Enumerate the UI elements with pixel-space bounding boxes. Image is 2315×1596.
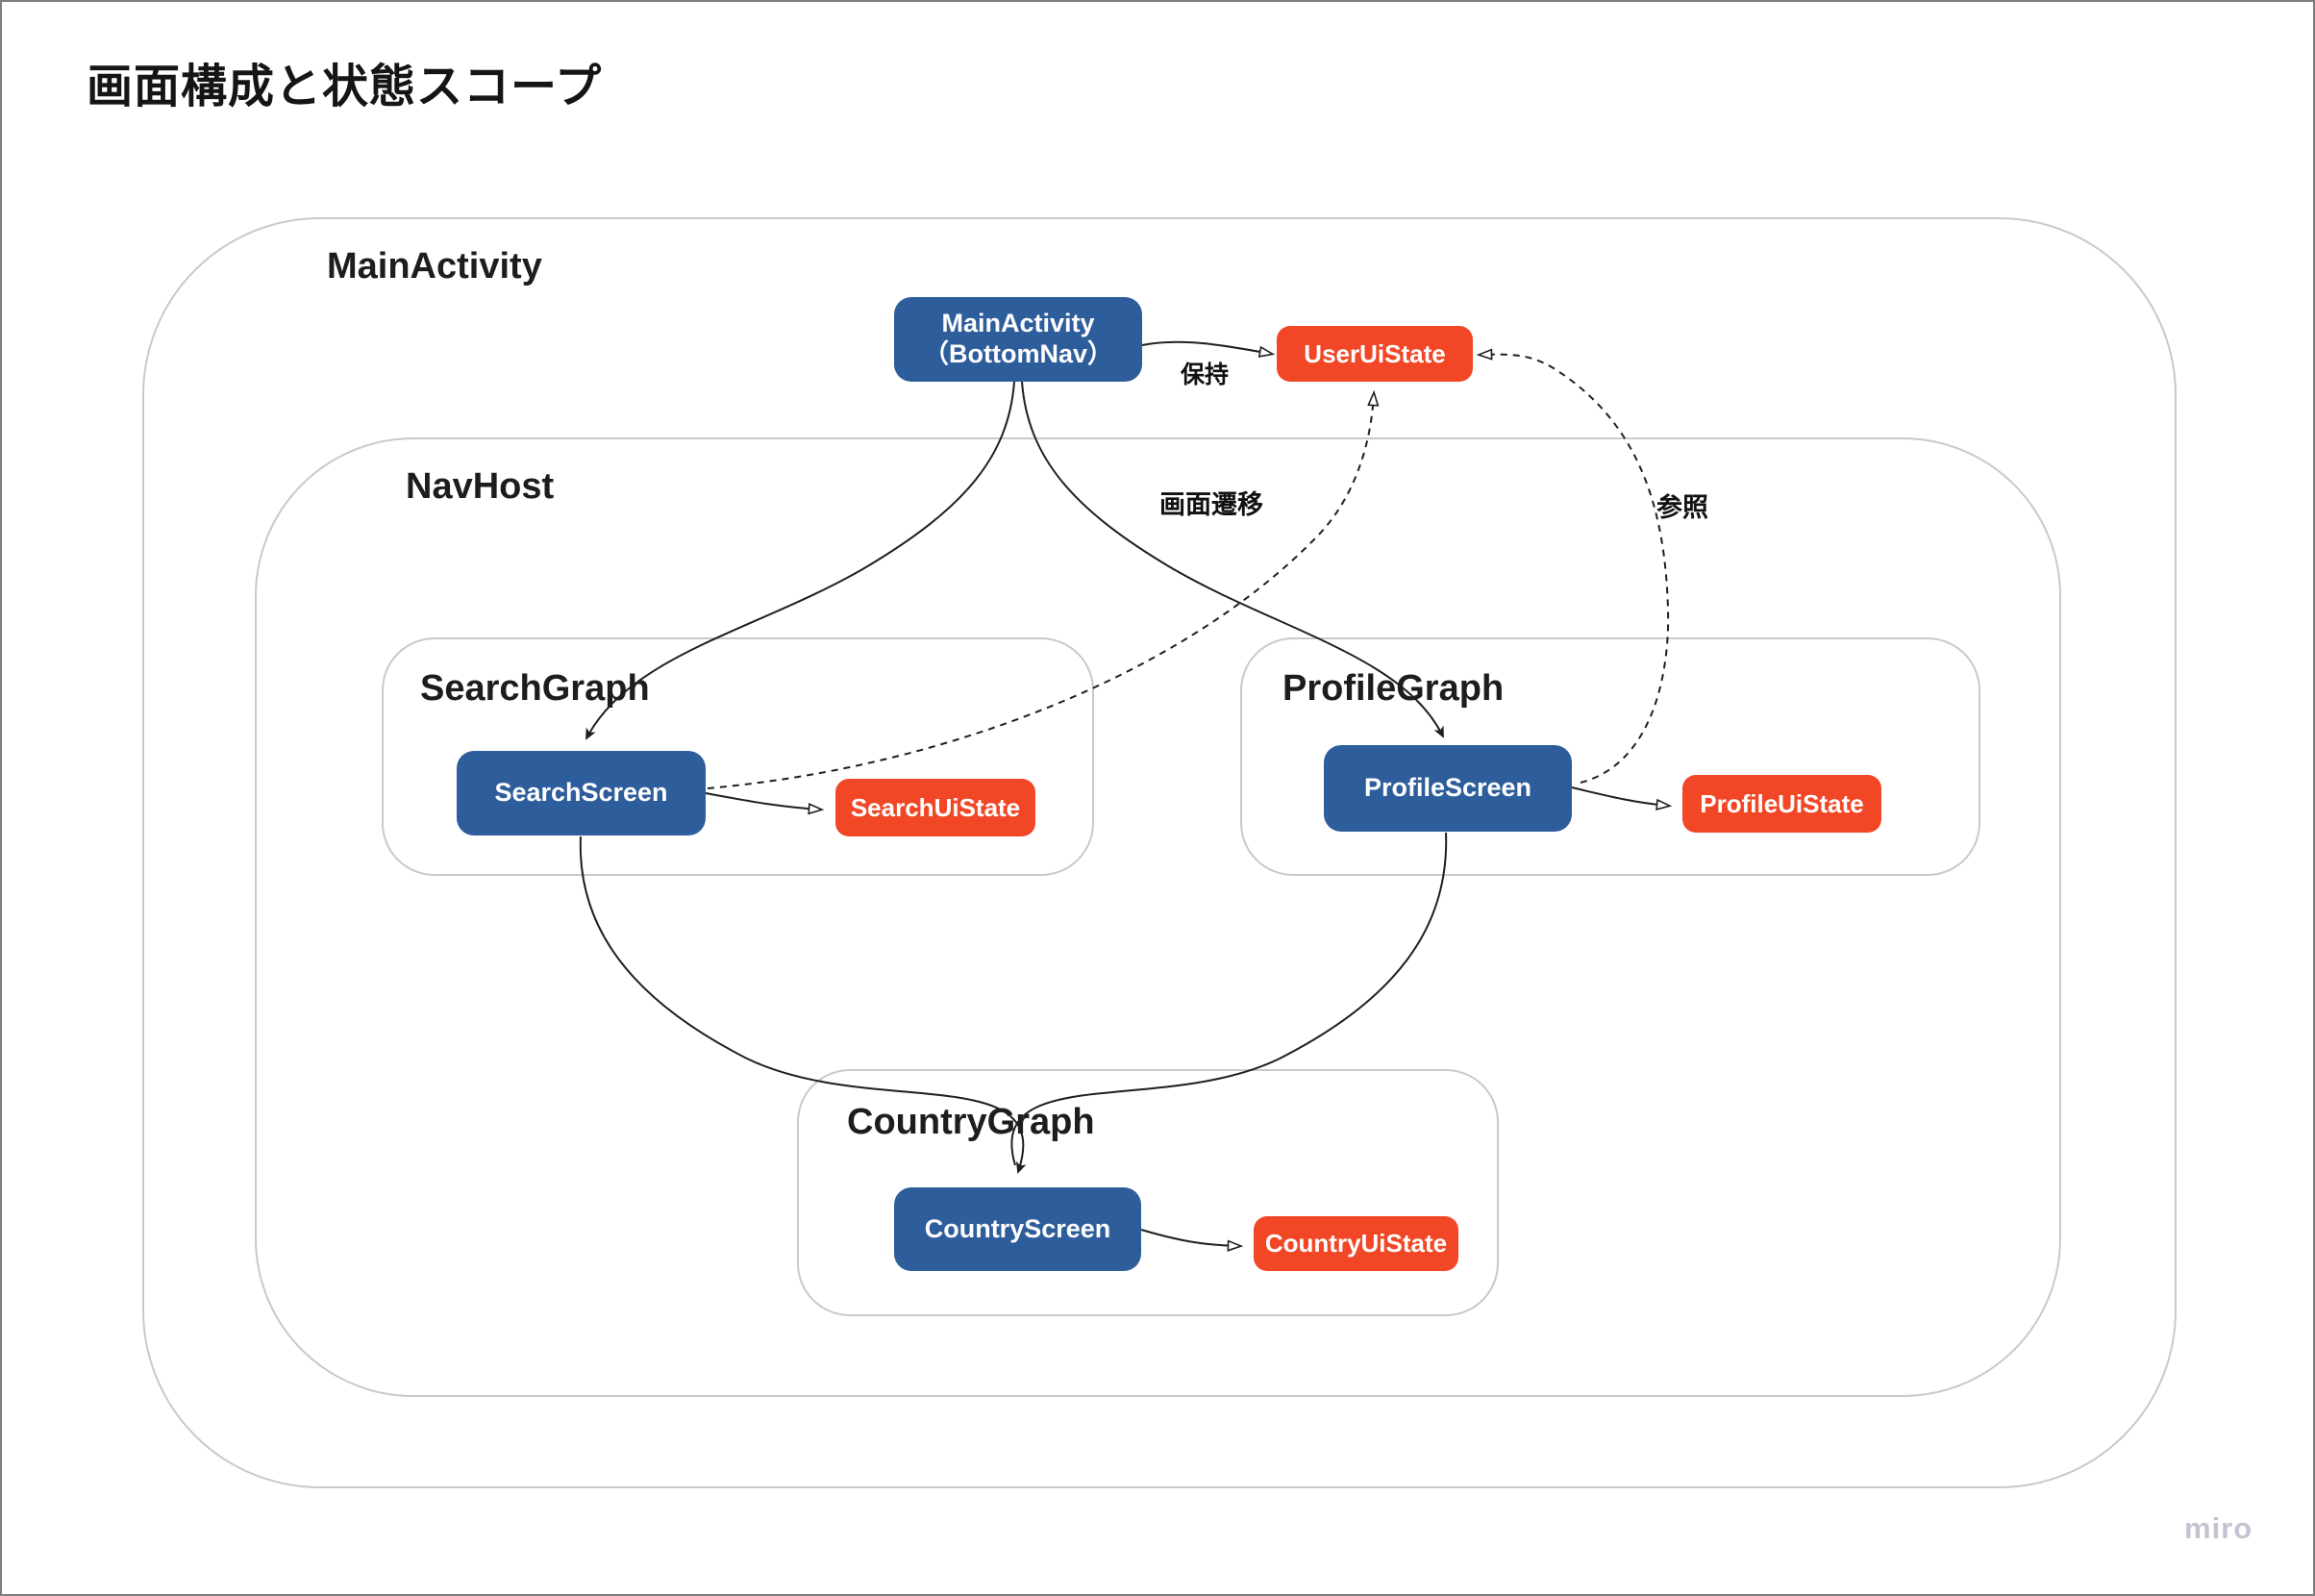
- container-nav-host-label: NavHost: [406, 466, 555, 507]
- edge-profilescreen-to-profileuistate[interactable]: [1571, 786, 1668, 806]
- edge-searchscreen-to-searchuistate[interactable]: [705, 792, 820, 810]
- node-search-screen-label: SearchScreen: [494, 778, 668, 808]
- edge-label-navigate: 画面遷移: [1159, 490, 1263, 519]
- node-profile-screen-label: ProfileScreen: [1363, 773, 1532, 803]
- node-user-ui-state-label: UserUiState: [1304, 338, 1446, 368]
- edge-main-to-searchscreen[interactable]: [585, 381, 1015, 740]
- edge-label-reference: 参照: [1656, 493, 1708, 522]
- container-profile-graph[interactable]: ProfileGraph: [1240, 637, 1980, 876]
- node-main-activity[interactable]: MainActivity （BottomNav）: [894, 297, 1142, 382]
- node-country-ui-state-label: CountryUiState: [1264, 1229, 1448, 1259]
- node-main-activity-label: MainActivity （BottomNav）: [922, 309, 1113, 368]
- edge-searchscreen-to-useruistate[interactable]: [707, 394, 1374, 789]
- node-search-ui-state[interactable]: SearchUiState: [835, 779, 1035, 836]
- page-title[interactable]: 画面構成と状態スコープ: [87, 62, 603, 112]
- container-country-graph-label: CountryGraph: [847, 1102, 1095, 1142]
- node-user-ui-state[interactable]: UserUiState: [1277, 326, 1473, 382]
- node-profile-ui-state[interactable]: ProfileUiState: [1682, 775, 1881, 833]
- container-nav-host[interactable]: NavHost: [255, 437, 2061, 1397]
- node-country-screen[interactable]: CountryScreen: [894, 1187, 1141, 1271]
- node-search-screen[interactable]: SearchScreen: [457, 751, 706, 835]
- edge-profilescreen-to-countryscreen[interactable]: [1010, 832, 1448, 1166]
- edge-main-to-profilescreen[interactable]: [1021, 381, 1444, 738]
- edge-searchscreen-to-countryscreen[interactable]: [579, 835, 1027, 1174]
- node-country-screen-label: CountryScreen: [924, 1213, 1111, 1243]
- edge-main-to-useruistate[interactable]: [1141, 340, 1271, 354]
- edge-profilescreen-to-useruistate[interactable]: [1481, 355, 1670, 784]
- edge-label-hold: 保持: [1181, 362, 1230, 388]
- container-search-graph-label: SearchGraph: [420, 668, 650, 709]
- container-main-activity[interactable]: MainActivity: [142, 217, 2177, 1488]
- container-profile-graph-label: ProfileGraph: [1282, 668, 1505, 709]
- container-main-activity-label: MainActivity: [327, 246, 542, 287]
- node-search-ui-state-label: SearchUiState: [850, 792, 1021, 822]
- container-country-graph[interactable]: CountryGraph: [797, 1069, 1499, 1316]
- miro-watermark: miro: [2184, 1511, 2253, 1545]
- node-country-ui-state[interactable]: CountryUiState: [1254, 1216, 1458, 1271]
- node-profile-ui-state-label: ProfileUiState: [1700, 788, 1864, 818]
- container-search-graph[interactable]: SearchGraph: [382, 637, 1094, 876]
- edge-countryscreen-to-countryuistate[interactable]: [1140, 1229, 1239, 1246]
- node-profile-screen[interactable]: ProfileScreen: [1324, 745, 1572, 832]
